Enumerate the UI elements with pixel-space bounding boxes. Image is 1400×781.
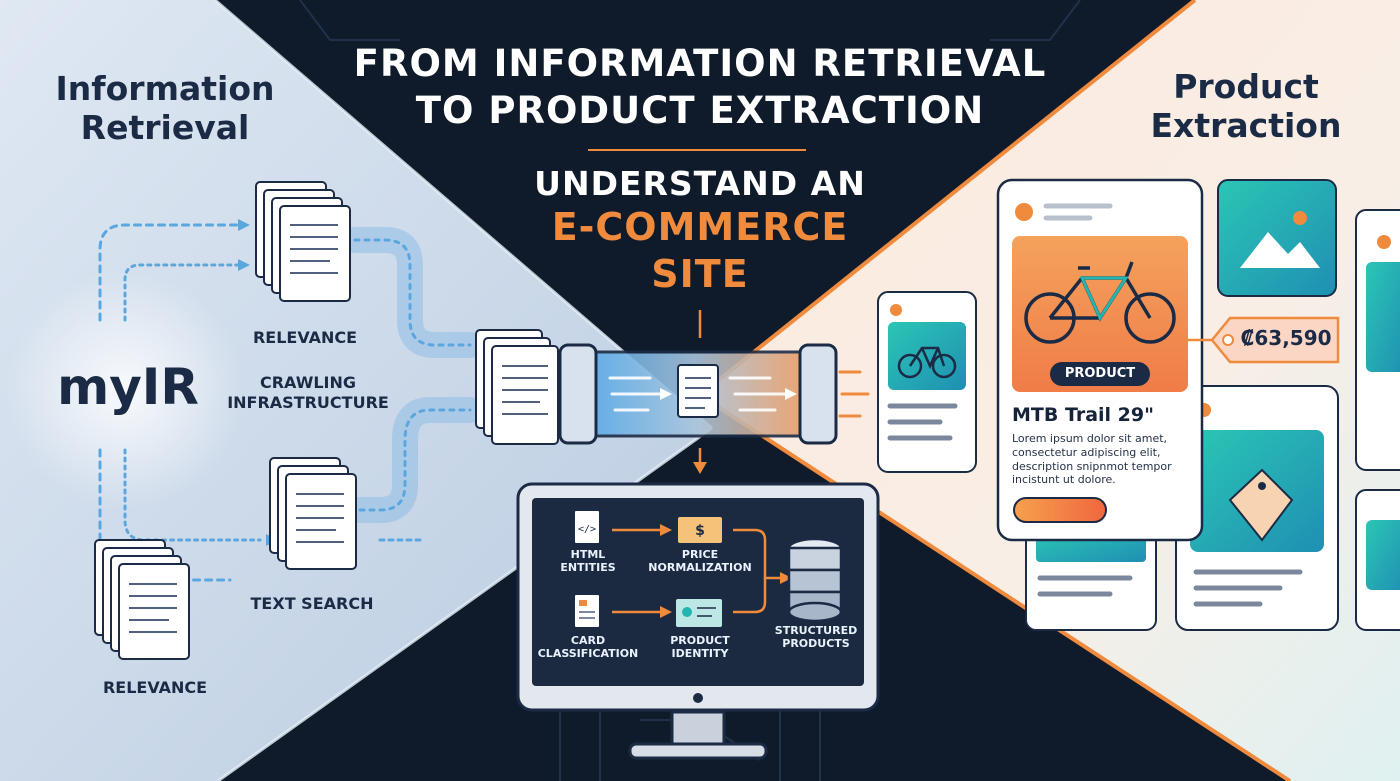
document-stack-tube-entry [475, 329, 559, 445]
document-stack-top [255, 181, 351, 302]
main-title-line-1: FROM INFORMATION RETRIEVAL [353, 42, 1047, 85]
left-heading: Information Retrieval [55, 69, 275, 147]
subtitle-line-3: SITE [651, 252, 749, 296]
label-crawling-infrastructure: CRAWLING INFRASTRUCTURE [227, 373, 389, 412]
document-stack-bottom [94, 539, 190, 660]
mini-product-card [877, 291, 977, 473]
label-product-identity: PRODUCT IDENTITY [670, 634, 730, 661]
label-text-search: TEXT SEARCH [250, 594, 374, 613]
brand-glow [5, 270, 245, 510]
processing-tube [558, 343, 870, 445]
product-description: Lorem ipsum dolor sit amet, consectetur … [1012, 432, 1172, 487]
label-relevance-top: RELEVANCE [252, 328, 358, 347]
main-product-card [996, 178, 1204, 542]
document-stack-middle [269, 457, 357, 570]
svg-text:$: $ [695, 523, 705, 539]
product-badge: PRODUCT [1064, 366, 1136, 381]
right-heading: Product Extraction [1150, 67, 1342, 145]
data-paths [98, 223, 483, 582]
brand-logo: myIR [57, 358, 199, 416]
background-cards [1025, 179, 1400, 631]
price-tag [1188, 316, 1340, 364]
monitor: </> $ [516, 482, 880, 760]
label-html-entities: HTML ENTITIES [560, 548, 616, 575]
subtitle-line-1: UNDERSTAND AN [534, 164, 866, 203]
main-title-line-2: TO PRODUCT EXTRACTION [415, 89, 985, 132]
subtitle-line-2: E-COMMERCE [551, 205, 849, 249]
svg-text:</>: </> [578, 524, 596, 535]
label-relevance-bottom: RELEVANCE [102, 678, 208, 697]
flow-arrows [588, 149, 806, 474]
label-card-classification: CARD CLASSIFICATION [537, 634, 639, 661]
label-structured-products: STRUCTURED PRODUCTS [774, 624, 858, 651]
label-price-normalization: PRICE NORMALIZATION [648, 548, 752, 575]
price-label: ₡63,590 [1240, 326, 1332, 350]
product-name: MTB Trail 29" [1012, 404, 1155, 426]
